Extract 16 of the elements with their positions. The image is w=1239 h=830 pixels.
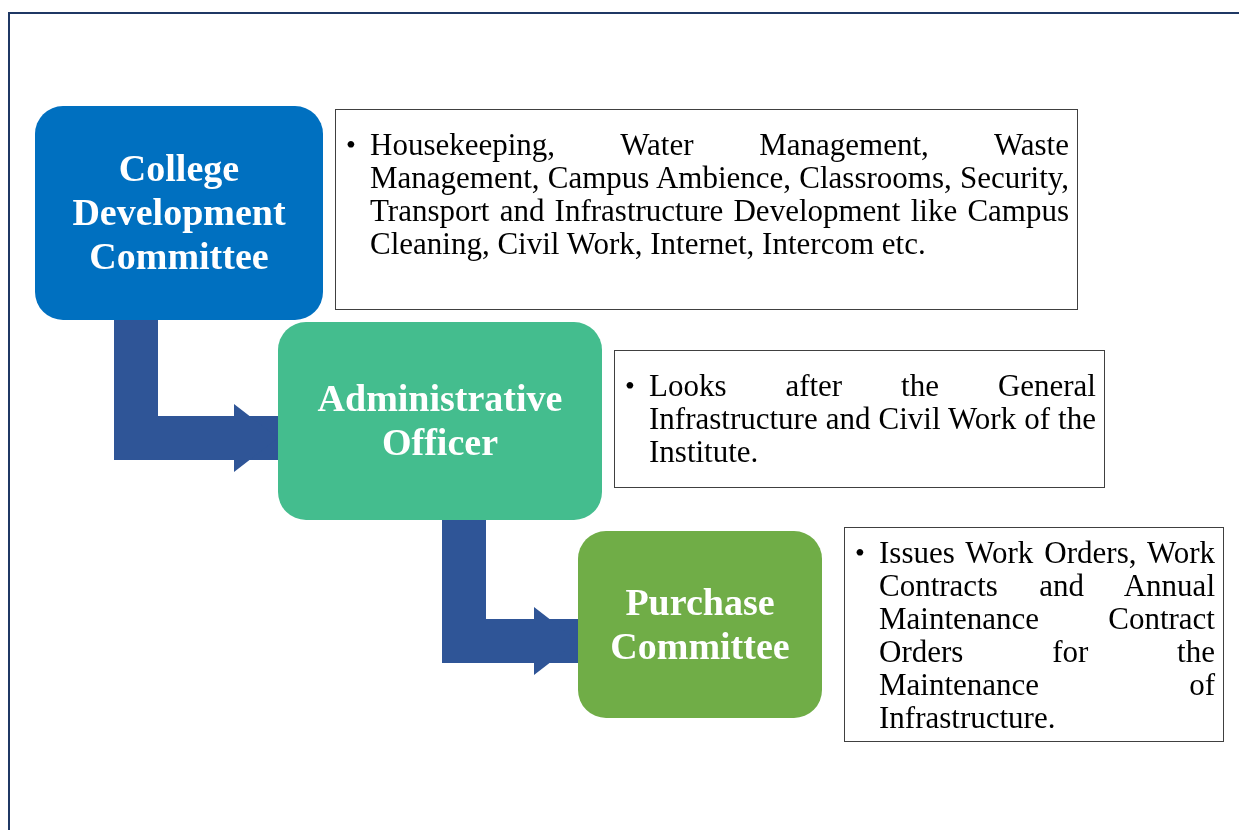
bullet-mark: • xyxy=(855,536,866,569)
process-box xyxy=(278,322,602,520)
elbow-arrow xyxy=(114,320,278,472)
process-box xyxy=(35,106,323,320)
box-title: College Development Committee xyxy=(71,147,287,279)
description-text: Issues Work Orders, Work Contracts and Annual Maintenance Contract Orders for the Maintenance of Infrastructure. xyxy=(879,536,1215,734)
description-box xyxy=(335,109,1078,310)
description-text: Housekeeping, Water Management, Waste Management, Campus Ambience, Classrooms, Security, Transport and Infrastructure Development like Campus Cleaning, Civil Work, Internet, Intercom etc. xyxy=(370,128,1069,260)
bullet-mark: • xyxy=(346,128,357,161)
description-box xyxy=(844,527,1224,742)
process-box xyxy=(578,531,822,718)
box-title: Administrative Officer xyxy=(316,377,564,465)
description-box xyxy=(614,350,1105,488)
bullet-mark: • xyxy=(625,369,636,402)
description-text: Looks after the General Infrastructure and Civil Work of the Institute. xyxy=(649,369,1096,468)
box-title: Purchase Committee xyxy=(609,580,791,669)
